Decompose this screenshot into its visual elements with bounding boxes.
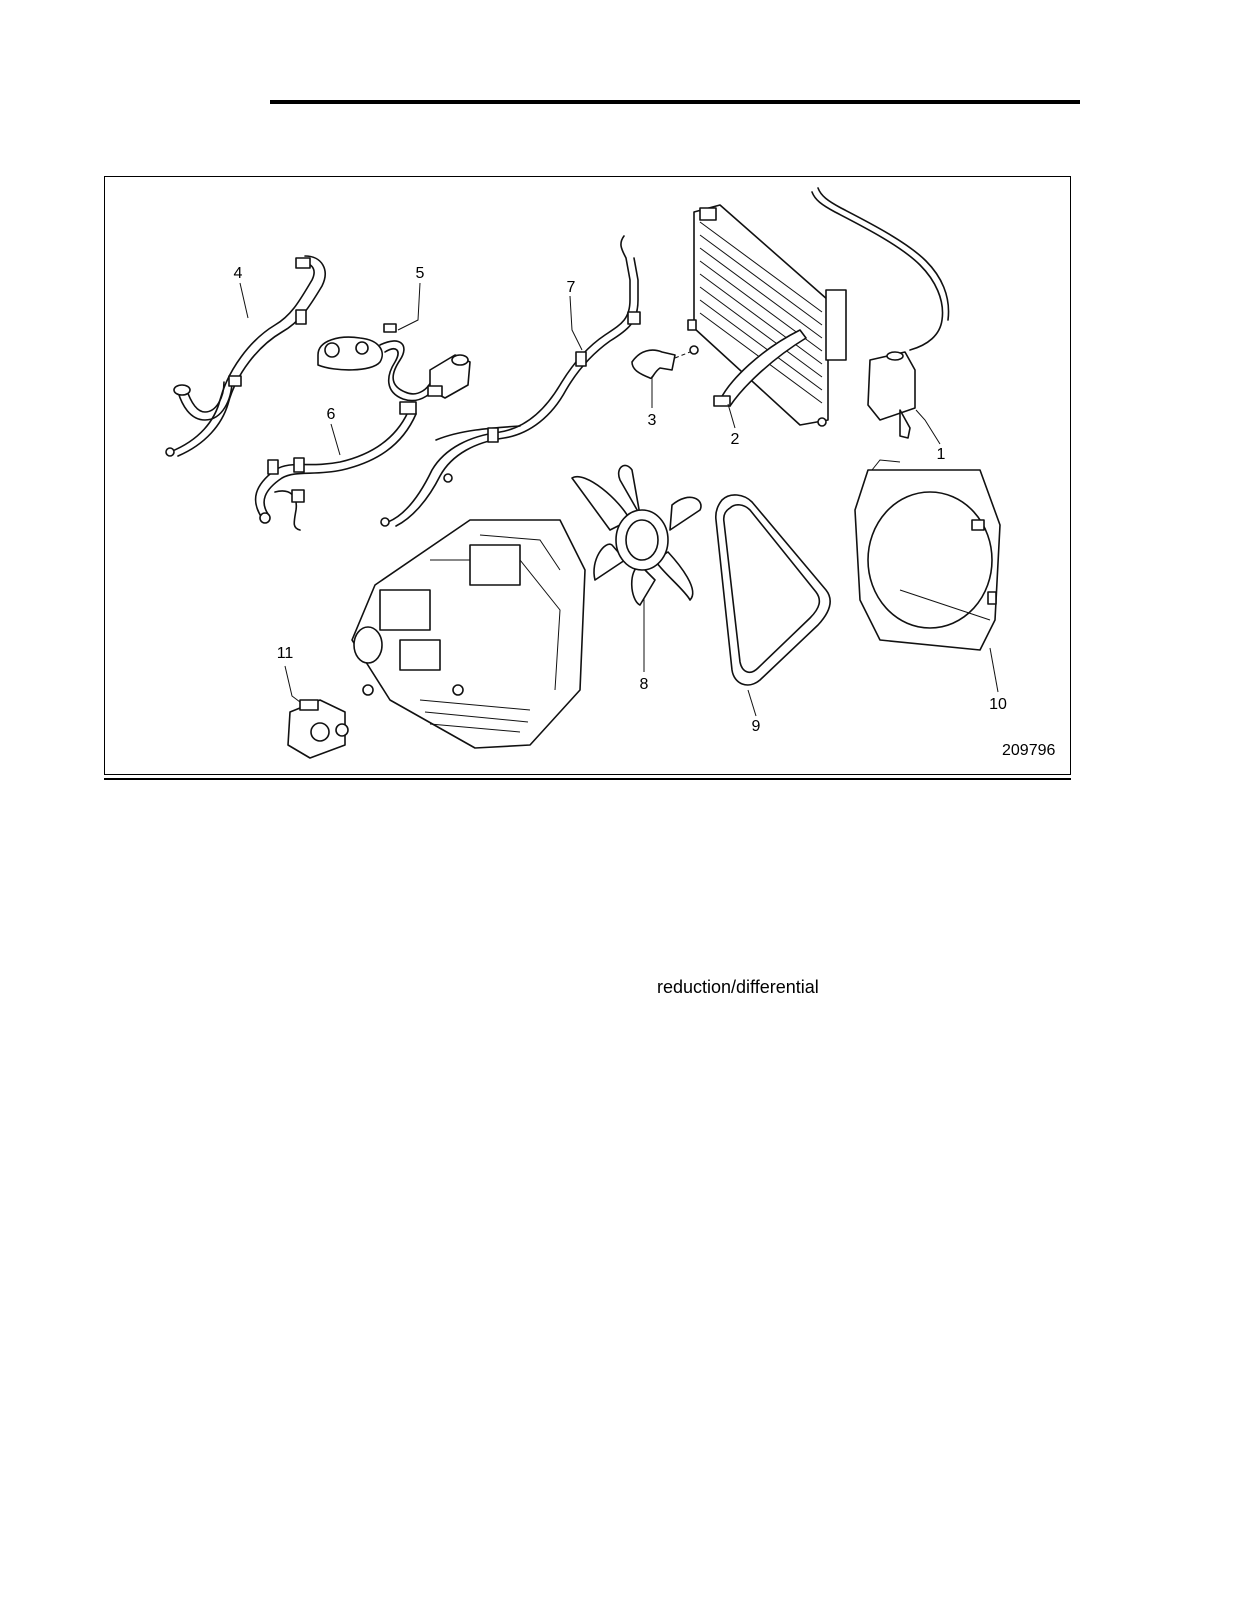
part-2-radiator (687, 204, 847, 427)
part-5-thermostat-housing (317, 323, 471, 402)
callout-7: 7 (566, 279, 576, 296)
callout-3: 3 (647, 412, 657, 429)
callout-9: 9 (751, 718, 761, 735)
part-7-pipe (380, 235, 641, 527)
part-1-expansion-tank (811, 187, 950, 439)
callout-4: 4 (233, 265, 243, 282)
frame-bottom-rule (104, 778, 1071, 780)
header-rule (270, 100, 1080, 104)
part-6-hose (254, 401, 417, 531)
callout-6: 6 (326, 406, 336, 423)
callout-10: 10 (989, 696, 1007, 713)
part-11-outlet (287, 699, 349, 759)
caption-text: reduction/differential (657, 977, 819, 997)
figure-number: 209796 (1002, 742, 1056, 759)
part-9-belt (715, 494, 831, 686)
part-3-elbow (631, 345, 699, 380)
part-8-fan (571, 464, 702, 606)
callout-leaders (239, 282, 999, 717)
callout-1: 1 (936, 446, 946, 463)
transmission-housing (351, 519, 586, 749)
callout-5: 5 (415, 265, 425, 282)
parts-diagram-frame (104, 176, 1071, 775)
callout-8: 8 (639, 676, 649, 693)
part-10-fan-shroud (854, 459, 1001, 651)
part-4-hose-assembly (165, 255, 326, 457)
callout-11: 11 (276, 645, 294, 662)
callout-2: 2 (730, 431, 740, 448)
